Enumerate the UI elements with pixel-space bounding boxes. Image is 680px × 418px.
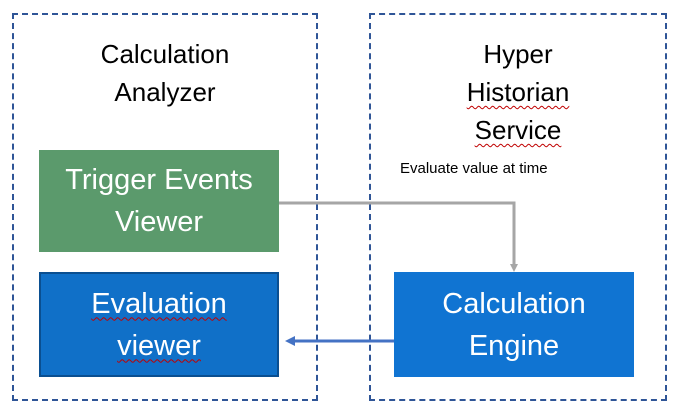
calculation-analyzer-group: Calculation Analyzer xyxy=(12,13,318,401)
evaluation-viewer-label-line1: Evaluation xyxy=(91,287,227,320)
trigger-events-viewer-label-line2: Viewer xyxy=(114,206,204,238)
trigger-events-viewer-node: Trigger Events Viewer xyxy=(39,150,279,252)
hyper-historian-service-title: Hyper Historian Service xyxy=(466,39,570,145)
trigger-to-engine-arrow xyxy=(279,201,518,272)
evaluate-value-edge-label: Evaluate value at time xyxy=(400,160,548,177)
calculation-analyzer-title: Calculation Analyzer xyxy=(100,39,230,107)
hyper-historian-service-group: Hyper Historian Service xyxy=(369,13,667,401)
calculation-engine-label-line1: Calculation xyxy=(442,287,586,320)
evaluation-viewer-label-line2: viewer xyxy=(117,329,201,362)
calculation-engine-label-line2: Engine xyxy=(468,329,560,362)
evaluation-viewer-node: Evaluation viewer xyxy=(39,272,279,377)
calculation-engine-node: Calculation Engine xyxy=(394,272,634,377)
trigger-events-viewer-label-line1: Trigger Events xyxy=(65,164,253,196)
